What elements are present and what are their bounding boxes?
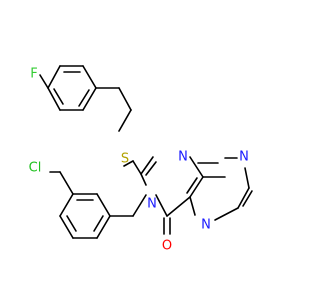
bond — [47, 65, 61, 89]
bond — [59, 193, 74, 217]
bond — [59, 215, 74, 239]
bond — [140, 173, 147, 186]
bond — [166, 196, 191, 217]
molecule-structure-diagram: F S N N N N Cl O — [29, 65, 253, 254]
bond — [214, 207, 239, 221]
atom-label-nitrogen-8: N — [239, 150, 249, 165]
bond — [47, 87, 61, 111]
bond — [118, 109, 132, 132]
atom-label-fluorine: F — [30, 67, 37, 82]
bond — [140, 156, 154, 175]
bond — [39, 74, 49, 89]
atom-label-nitrogen-3: N — [147, 197, 157, 212]
bond — [53, 88, 64, 105]
bond — [82, 65, 97, 89]
bond — [93, 215, 104, 232]
bond — [59, 171, 74, 195]
bond — [132, 160, 142, 175]
bond — [132, 194, 147, 217]
atom-labels: F S N N N N Cl O — [29, 67, 249, 254]
atom-label-nitrogen-5: N — [201, 218, 211, 233]
bond — [189, 176, 204, 198]
atom-label-oxygen: O — [162, 239, 172, 254]
bond — [96, 215, 111, 239]
atom-label-chlorine: Cl — [29, 161, 42, 176]
atom-label-sulfur: S — [121, 152, 129, 167]
bond — [123, 160, 134, 167]
bond — [189, 196, 196, 216]
bond — [96, 193, 111, 217]
bond — [145, 161, 157, 176]
bond — [189, 156, 204, 178]
bond — [244, 167, 250, 189]
bond — [186, 177, 198, 194]
bond — [155, 194, 168, 217]
atom-label-nitrogen-1: N — [178, 150, 188, 165]
bond — [242, 190, 253, 207]
bond — [66, 215, 77, 232]
bond — [82, 87, 97, 111]
bond — [237, 187, 250, 209]
bond — [78, 89, 90, 107]
bond-lines — [39, 65, 253, 239]
bond — [118, 87, 132, 111]
